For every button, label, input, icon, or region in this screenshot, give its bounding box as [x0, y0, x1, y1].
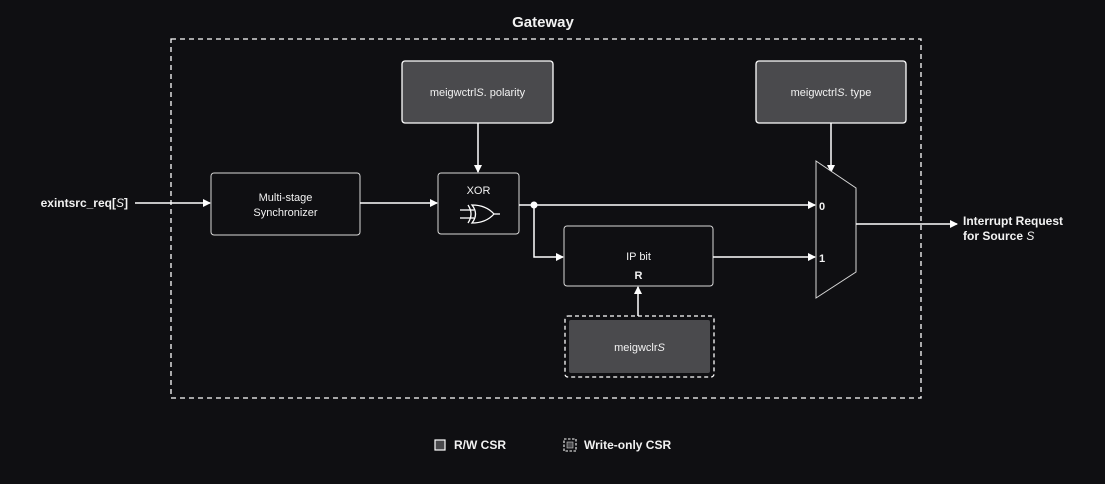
clear-csr: [569, 320, 710, 373]
xor-gate-icon: [460, 204, 500, 224]
output-label-1: Interrupt Request: [963, 214, 1063, 228]
legend-wo-swatch: [566, 441, 574, 449]
output-label-2: for Source S: [963, 229, 1034, 243]
synchronizer-label-1: Multi-stage: [259, 192, 313, 204]
xor-block: [437, 172, 520, 235]
input-signal-label: exintsrc_req[S]: [41, 196, 128, 210]
ip-bit-label: IP bit: [626, 251, 651, 263]
mux-input-0-label: 0: [819, 201, 825, 213]
clear-csr-label: meigwclrS: [614, 342, 665, 354]
legend-wo-swatch-outer: [563, 438, 577, 452]
type-csr-label: meigwctrlS. type: [791, 87, 872, 99]
xor-to-ipbit-arrow: [533, 205, 564, 261]
synchronizer-block: [210, 172, 361, 236]
gateway-boundary: [170, 38, 922, 399]
legend-rw-label: R/W CSR: [454, 438, 506, 452]
legend-rw-swatch: [434, 439, 446, 451]
gateway-title: Gateway: [512, 14, 574, 31]
xor-label: XOR: [467, 185, 491, 197]
clear-csr-outer: [564, 315, 715, 378]
synchronizer-label-2: Synchronizer: [253, 207, 318, 219]
mux-block: [815, 160, 857, 299]
mux-input-1-label: 1: [819, 253, 825, 265]
ip-bit-reset-label: R: [635, 270, 643, 282]
legend-wo-label: Write-only CSR: [584, 438, 671, 452]
polarity-csr-label: meigwctrlS. polarity: [430, 87, 526, 99]
